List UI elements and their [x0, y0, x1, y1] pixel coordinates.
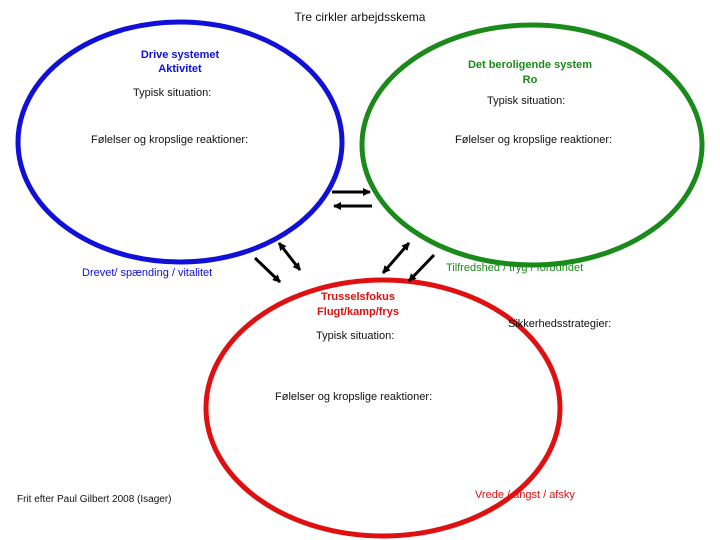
diagram-title: Tre cirkler arbejdsskema	[294, 10, 426, 24]
threat-system-subtitle: Flugt/kamp/frys	[317, 306, 399, 318]
arrow-drive-threat	[277, 242, 302, 271]
arrow-soothing-threat	[381, 242, 411, 274]
threat-strategies-label: Sikkerhedsstrategier:	[508, 318, 612, 330]
threat-feelings-label: Følelser og kropslige reaktioner:	[275, 391, 433, 403]
drive-system-name: Drive systemet	[140, 49, 220, 61]
drive-emotions: Drevet/ spænding / vitalitet	[82, 267, 213, 279]
threat-system-circle	[203, 277, 563, 539]
drive-system-subtitle: Aktivitet	[158, 63, 202, 75]
threat-situation-label: Typisk situation:	[316, 330, 395, 342]
threat-emotions: Vrede / angst / afsky	[475, 489, 575, 501]
drive-situation-label: Typisk situation:	[133, 87, 212, 99]
soothing-system-circle	[359, 22, 705, 268]
arrow-drive-to-threat	[253, 256, 282, 284]
arrow-soothing-to-threat	[407, 253, 436, 283]
drive-system-circle	[15, 19, 345, 265]
threat-system-name: Trusselsfokus	[321, 291, 395, 303]
drive-feelings-label: Følelser og kropslige reaktioner:	[91, 134, 249, 146]
soothing-feelings-label: Følelser og kropslige reaktioner:	[455, 134, 613, 146]
soothing-system-name: Det beroligende system	[467, 59, 593, 71]
soothing-situation-label: Typisk situation:	[487, 95, 566, 107]
soothing-emotions: Tilfredshed / tryg / forbundet	[446, 262, 584, 274]
soothing-system-subtitle: Ro	[522, 74, 538, 86]
source-credit: Frit efter Paul Gilbert 2008 (Isager)	[17, 494, 172, 505]
